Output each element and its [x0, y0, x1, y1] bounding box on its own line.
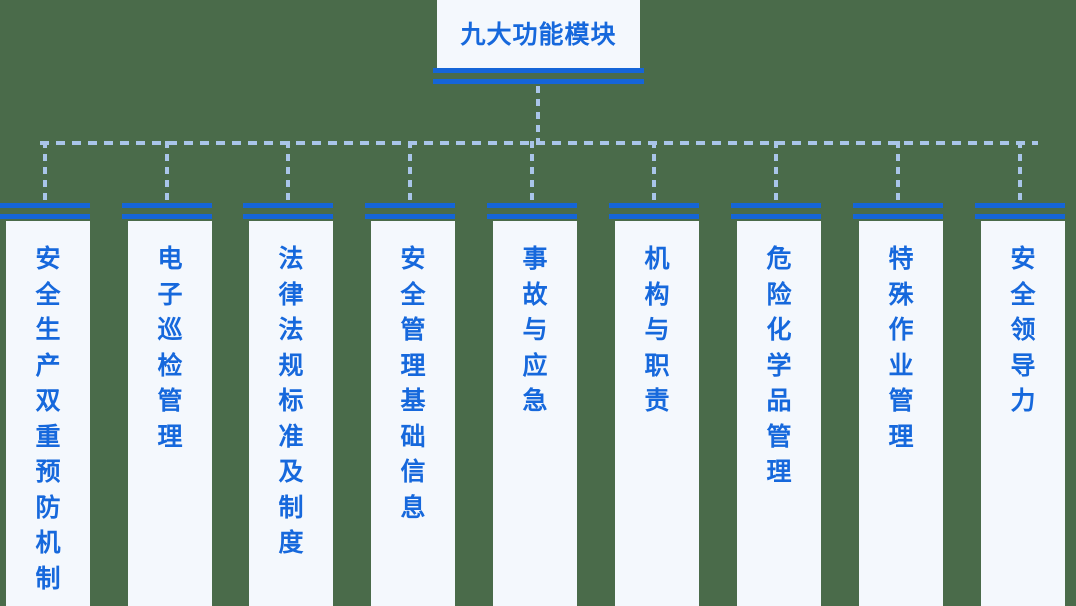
leaf-node-label-2: 电子巡检管理 [157, 244, 183, 451]
leaf-accent-bar-upper-9 [975, 203, 1065, 208]
leaf-accent-bar-upper-6 [609, 203, 699, 208]
leaf-accent-bar-lower-4 [365, 214, 455, 219]
leaf-node-label-8: 特殊作业管理 [888, 244, 914, 451]
leaf-node-label-1: 安全生产双重预防机制 [35, 244, 61, 593]
leaf-node-label-6: 机构与职责 [644, 244, 670, 415]
leaf-accent-bar-upper-7 [731, 203, 821, 208]
leaf-accent-bar-upper-2 [122, 203, 212, 208]
leaf-accent-bar-lower-5 [487, 214, 577, 219]
connector-bus [40, 141, 1038, 145]
leaf-accent-bar-upper-8 [853, 203, 943, 208]
leaf-accent-bar-upper-3 [243, 203, 333, 208]
connector-drop-5 [530, 141, 534, 203]
root-node[interactable]: 九大功能模块 [437, 0, 640, 68]
root-accent-bar-lower [433, 79, 644, 84]
leaf-node-body-1[interactable]: 安全生产双重预防机制 [6, 221, 90, 606]
connector-drop-1 [43, 141, 47, 203]
leaf-node-label-5: 事故与应急 [522, 244, 548, 415]
leaf-accent-bar-lower-7 [731, 214, 821, 219]
leaf-node-label-7: 危险化学品管理 [766, 244, 792, 486]
leaf-node-label-9: 安全领导力 [1010, 244, 1036, 415]
leaf-node-label-4: 安全管理基础信息 [400, 244, 426, 522]
root-accent-bar-upper [433, 68, 644, 73]
connector-trunk [536, 86, 540, 143]
leaf-node-body-6[interactable]: 机构与职责 [615, 221, 699, 606]
leaf-node-body-5[interactable]: 事故与应急 [493, 221, 577, 606]
leaf-node-body-4[interactable]: 安全管理基础信息 [371, 221, 455, 606]
leaf-node-body-3[interactable]: 法律法规标准及制度 [249, 221, 333, 606]
leaf-accent-bar-lower-3 [243, 214, 333, 219]
connector-drop-3 [286, 141, 290, 203]
leaf-node-body-2[interactable]: 电子巡检管理 [128, 221, 212, 606]
leaf-accent-bar-lower-2 [122, 214, 212, 219]
connector-drop-8 [896, 141, 900, 203]
leaf-node-body-9[interactable]: 安全领导力 [981, 221, 1065, 606]
leaf-accent-bar-lower-1 [0, 214, 90, 219]
connector-drop-4 [408, 141, 412, 203]
leaf-accent-bar-upper-4 [365, 203, 455, 208]
leaf-node-label-3: 法律法规标准及制度 [278, 244, 304, 557]
connector-drop-9 [1018, 141, 1022, 203]
connector-drop-7 [774, 141, 778, 203]
leaf-accent-bar-lower-6 [609, 214, 699, 219]
root-node-label: 九大功能模块 [460, 19, 617, 49]
leaf-accent-bar-upper-5 [487, 203, 577, 208]
connector-drop-6 [652, 141, 656, 203]
connector-drop-2 [165, 141, 169, 203]
leaf-node-body-7[interactable]: 危险化学品管理 [737, 221, 821, 606]
leaf-node-body-8[interactable]: 特殊作业管理 [859, 221, 943, 606]
leaf-accent-bar-upper-1 [0, 203, 90, 208]
leaf-accent-bar-lower-8 [853, 214, 943, 219]
leaf-accent-bar-lower-9 [975, 214, 1065, 219]
